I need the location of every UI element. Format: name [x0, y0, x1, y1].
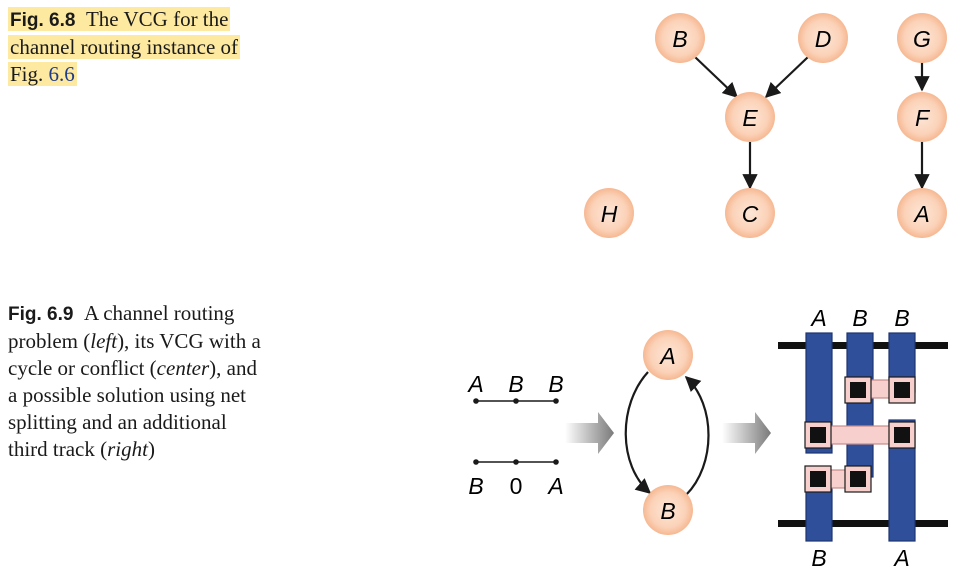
node-label: B: [672, 26, 687, 52]
vcg-node-a: A: [643, 330, 693, 380]
pin-label: A: [466, 371, 483, 397]
node-label: A: [912, 201, 929, 227]
channel-boundary-bottom: [778, 520, 948, 527]
fig-label: Fig. 6.8: [10, 10, 76, 31]
vcg-node-c: C: [725, 188, 775, 238]
edge-a-b: [624, 371, 652, 495]
vcg-fig-6-8: B D G E F H C A: [584, 13, 947, 238]
pin-label: 0: [510, 473, 523, 499]
vcg-node-h: H: [584, 188, 634, 238]
vias: [804, 376, 916, 493]
node-label: B: [660, 498, 675, 524]
pin-label: A: [809, 305, 826, 331]
pin-label: A: [892, 545, 909, 571]
vcg-node-e: E: [725, 92, 775, 142]
via: [888, 376, 916, 404]
caption-text: a possible solution using net: [8, 383, 246, 407]
node-label: H: [601, 201, 618, 227]
pin-label: B: [894, 305, 909, 331]
via: [844, 376, 872, 404]
transition-arrow-2: [722, 412, 771, 454]
fig-label: Fig. 6.9: [8, 304, 74, 325]
caption-text: problem (: [8, 329, 91, 353]
caption-text: splitting and an additional: [8, 410, 227, 434]
node-label: C: [742, 201, 759, 227]
vcg-node-d: D: [798, 13, 848, 63]
via: [804, 421, 832, 449]
caption-text: third track (: [8, 437, 108, 461]
transition-arrow-1: [565, 412, 614, 454]
vcg-node-g: G: [897, 13, 947, 63]
edge-b-a: [684, 375, 710, 496]
caption-text: right: [107, 437, 148, 461]
caption-text: center: [156, 356, 210, 380]
node-label: A: [658, 343, 675, 369]
routing-solution: A B B: [778, 305, 948, 571]
node-label: D: [815, 26, 832, 52]
node-label: E: [742, 105, 758, 131]
edge-b-e: [694, 56, 739, 99]
pin-label: B: [468, 473, 483, 499]
figure-ref-link[interactable]: 6.6: [48, 62, 75, 86]
edge-d-e: [764, 56, 809, 99]
pin-label: A: [546, 473, 563, 499]
pin-label: B: [508, 371, 523, 397]
caption-text: ): [147, 437, 155, 461]
caption-text: ), its VCG with a: [117, 329, 261, 353]
vertical-segment: [805, 487, 833, 542]
caption-text: ), and: [209, 356, 257, 380]
caption-text: cycle or conflict (: [8, 356, 157, 380]
node-label: G: [913, 26, 931, 52]
vcg-node-b: B: [643, 485, 693, 535]
vcg-node-a: A: [897, 188, 947, 238]
caption-text: Fig.: [10, 62, 49, 86]
pin-label: B: [852, 305, 867, 331]
vertical-segment: [846, 332, 874, 478]
pin-label: B: [548, 371, 563, 397]
via: [844, 465, 872, 493]
caption-fig-6-8: Fig. 6.8 The VCG for the channel routing…: [8, 6, 308, 88]
caption-text: The VCG for the: [85, 7, 229, 31]
via: [888, 421, 916, 449]
caption-text: left: [90, 329, 118, 353]
caption-text: channel routing instance of: [8, 35, 241, 59]
vcg-node-f: F: [897, 92, 947, 142]
vcg-node-b: B: [655, 13, 705, 63]
vcg-cycle: A B: [624, 330, 710, 535]
caption-fig-6-9: Fig. 6.9 A channel routing problem (left…: [8, 300, 308, 463]
node-label: F: [915, 105, 931, 131]
via: [804, 465, 832, 493]
caption-text: A channel routing: [83, 301, 235, 325]
pin-label: B: [811, 545, 826, 571]
channel-problem: A B B B 0 A: [466, 371, 563, 499]
